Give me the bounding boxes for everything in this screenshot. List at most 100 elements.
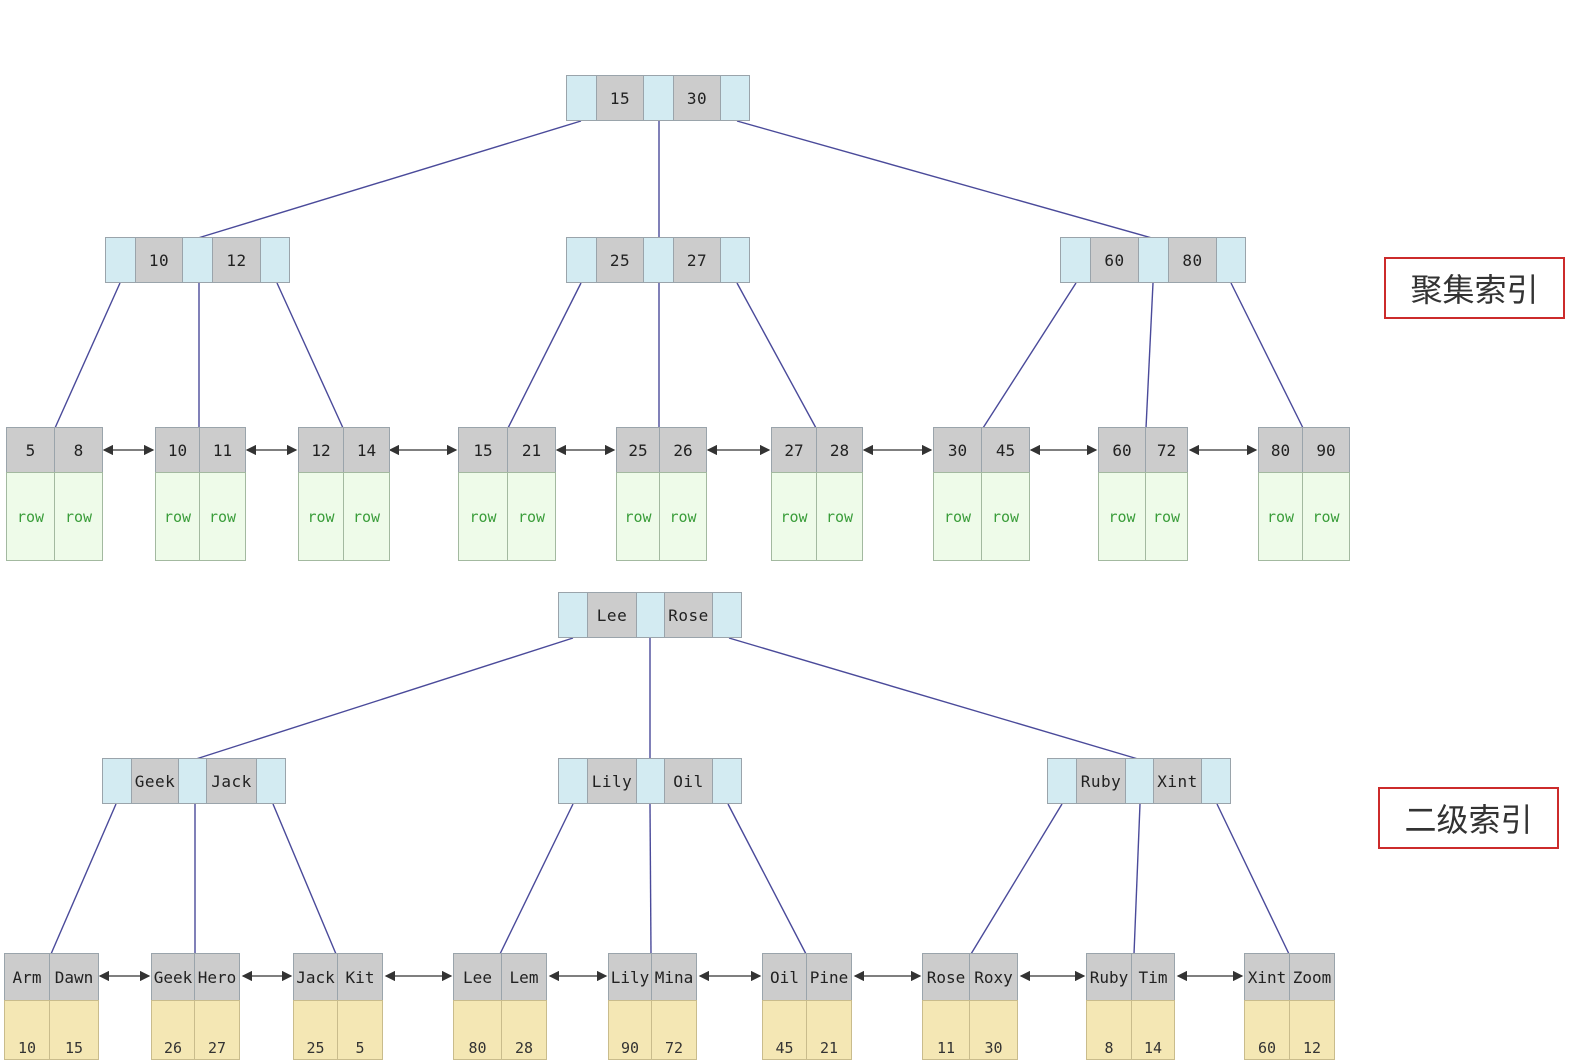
leaf-key: Tim [1131,953,1175,1001]
leaf-key: Kit [337,953,383,1001]
leaf-key: 90 [1302,427,1350,473]
secondary-internal-node: Ruby Xint [1047,758,1231,804]
clustered-root-node: 15 30 [566,75,750,121]
node-key: Lily [587,758,637,804]
node-key: 15 [596,75,644,121]
leaf-key: 80 [1258,427,1303,473]
leaf-key: 14 [343,427,390,473]
tree-link [50,803,117,955]
primary-key-cell: 8 [1086,1000,1132,1060]
row-cell: row [54,472,103,561]
leaf-key: Oil [762,953,807,1001]
node-key: 60 [1090,237,1139,283]
primary-key-cell: 26 [151,1000,195,1060]
leaf-key: 21 [507,427,556,473]
leaf-key: 8 [54,427,103,473]
node-key: Ruby [1076,758,1126,804]
row-cell: row [1145,472,1188,561]
node-key: 10 [135,237,183,283]
primary-key-cell: 11 [922,1000,970,1060]
tree-link [649,803,652,955]
row-cell: row [199,472,246,561]
primary-key-cell: 72 [651,1000,697,1060]
leaf-key: Dawn [49,953,99,1001]
secondary-internal-node: Lily Oil [558,758,742,804]
node-key: Lee [587,592,637,638]
leaf-key: Lem [501,953,547,1001]
leaf-key: 60 [1098,427,1146,473]
clustered-index-label: 聚集索引 [1384,257,1565,319]
tree-link [728,637,1139,760]
row-cell: row [155,472,200,561]
leaf-key: Roxy [969,953,1018,1001]
node-key: Jack [206,758,257,804]
leaf-key: Hero [194,953,240,1001]
tree-link [1145,282,1154,429]
row-cell: row [1098,472,1146,561]
row-cell: row [1302,472,1350,561]
leaf-key: Rose [922,953,970,1001]
leaf-key: Lee [453,953,502,1001]
tree-link [499,803,574,955]
secondary-root-node: Lee Rose [558,592,742,638]
row-cell: row [343,472,390,561]
row-cell: row [298,472,344,561]
primary-key-cell: 15 [49,1000,99,1060]
clustered-internal-node: 25 27 [566,237,750,283]
row-cell: row [1258,472,1303,561]
row-cell: row [659,472,707,561]
row-cell: row [933,472,982,561]
node-key: 25 [596,237,644,283]
primary-key-cell: 5 [337,1000,383,1060]
primary-key-cell: 12 [1289,1000,1335,1060]
primary-key-cell: 28 [501,1000,547,1060]
tree-link [197,120,582,239]
leaf-key: 12 [298,427,344,473]
leaf-key: Jack [293,953,338,1001]
tree-link [1230,282,1304,429]
leaf-key: Ruby [1086,953,1132,1001]
primary-key-cell: 60 [1244,1000,1290,1060]
leaf-key: 26 [659,427,707,473]
secondary-internal-node: Geek Jack [102,758,286,804]
leaf-key: 45 [981,427,1030,473]
leaf-key: Mina [651,953,697,1001]
primary-key-cell: 27 [194,1000,240,1060]
tree-link [195,637,574,760]
tree-link [507,282,582,429]
leaf-key: 11 [199,427,246,473]
leaf-key: Xint [1244,953,1290,1001]
leaf-key: 5 [6,427,55,473]
leaf-key: 30 [933,427,982,473]
row-cell: row [616,472,660,561]
leaf-key: 25 [616,427,660,473]
node-key: 80 [1168,237,1217,283]
leaf-key: 28 [816,427,863,473]
tree-link [276,282,344,429]
row-cell: row [771,472,817,561]
primary-key-cell: 14 [1131,1000,1175,1060]
node-key: Xint [1153,758,1202,804]
tree-link [54,282,121,429]
node-key: Oil [664,758,713,804]
leaf-key: 27 [771,427,817,473]
primary-key-cell: 45 [762,1000,807,1060]
clustered-internal-node: 10 12 [105,237,290,283]
secondary-index-label: 二级索引 [1378,787,1559,849]
leaf-key: Arm [4,953,50,1001]
primary-key-cell: 90 [608,1000,652,1060]
